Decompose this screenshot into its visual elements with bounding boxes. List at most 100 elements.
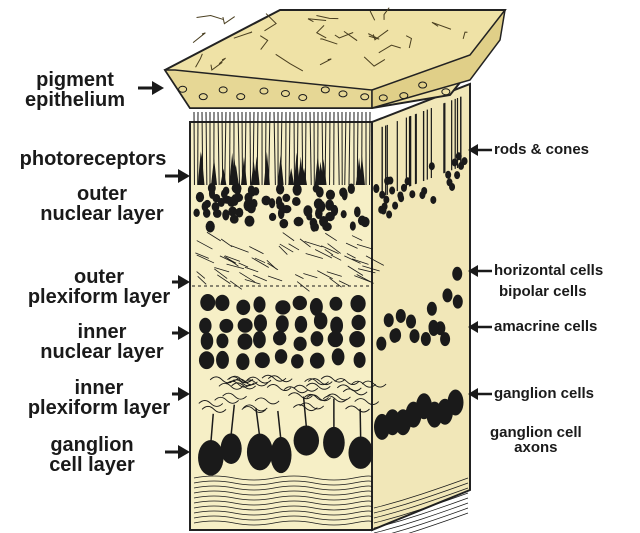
nucleus (454, 171, 460, 179)
label-line: nuclear layer (22, 204, 182, 224)
bipolar-nucleus (384, 313, 394, 327)
rod (250, 112, 251, 185)
nucleus (206, 221, 215, 233)
bipolar-nucleus (236, 353, 249, 370)
nucleus (409, 190, 415, 198)
nucleus (397, 192, 403, 200)
nucleus (250, 199, 257, 208)
label-line: horizontal cells (494, 263, 603, 278)
nucleus (245, 216, 255, 227)
bipolar-nucleus (314, 312, 328, 329)
bipolar-nucleus (354, 352, 366, 368)
nucleus (445, 171, 451, 179)
nucleus (339, 187, 347, 197)
nucleus (292, 197, 300, 205)
nucleus (386, 211, 392, 219)
nucleus (222, 209, 229, 220)
nucleus (380, 207, 386, 215)
ganglion-cell (221, 433, 242, 464)
label-line: ganglion cells (494, 386, 594, 401)
label-bipolar-cells: bipolar cells (499, 284, 587, 299)
nucleus (383, 196, 389, 204)
bipolar-nucleus (255, 352, 270, 368)
bipolar-nucleus (254, 314, 267, 332)
ganglion-cell (323, 427, 345, 459)
dendrite (360, 409, 361, 439)
label-line: epithelium (14, 90, 136, 110)
label-horizontal-cells: horizontal cells (494, 263, 603, 278)
label-outer-nuclear-layer: outer nuclear layer (22, 184, 182, 224)
right-arrows (468, 144, 492, 400)
bipolar-nucleus (376, 337, 386, 351)
nucleus (230, 215, 239, 224)
nucleus (401, 184, 407, 192)
nucleus (196, 192, 204, 202)
bipolar-nucleus (442, 288, 452, 302)
nucleus (313, 223, 319, 231)
nucleus (361, 217, 370, 227)
bipolar-nucleus (200, 294, 215, 311)
nucleus (276, 184, 284, 195)
nucleus (213, 209, 222, 218)
nucleus (228, 206, 237, 216)
bipolar-nucleus (291, 354, 304, 368)
nucleus (218, 198, 225, 207)
label-line: pigment (14, 70, 136, 90)
bipolar-nucleus (332, 348, 345, 365)
bipolar-nucleus (406, 315, 416, 329)
nucleus (248, 188, 255, 196)
nucleus (384, 177, 390, 185)
label-pigment-epithelium: pigment epithelium (14, 70, 136, 110)
label-ganglion-cell-axons: ganglion cell axons (490, 425, 582, 455)
nucleus (303, 205, 312, 217)
bipolar-nucleus (452, 267, 462, 281)
bipolar-nucleus (238, 333, 253, 349)
bipolar-nucleus (350, 295, 365, 312)
nucleus (314, 198, 323, 209)
bipolar-nucleus (329, 297, 342, 311)
bipolar-nucleus (390, 329, 400, 343)
label-ganglion-cell-layer: ganglion cell layer (22, 435, 162, 475)
nucleus (203, 209, 210, 218)
label-line: ganglion (22, 435, 162, 455)
nucleus (276, 196, 282, 207)
nucleus (405, 177, 411, 185)
nucleus (429, 162, 435, 170)
label-line: axons (490, 440, 582, 455)
rod (369, 112, 370, 185)
nucleus (278, 207, 285, 219)
bipolar-nucleus (352, 315, 366, 330)
nucleus (316, 187, 324, 198)
ganglion-cell (247, 434, 273, 471)
label-line: plexiform layer (14, 287, 184, 307)
nucleus (458, 162, 464, 170)
bipolar-nucleus (421, 332, 431, 346)
nucleus (348, 184, 355, 194)
bipolar-nucleus (216, 334, 228, 349)
bipolar-nucleus (275, 300, 290, 314)
label-line: outer (14, 267, 184, 287)
nucleus (456, 152, 462, 160)
nucleus (446, 178, 452, 186)
nucleus (350, 221, 356, 230)
nucleus (430, 196, 436, 204)
label-line: photoreceptors (2, 149, 184, 169)
bipolar-nucleus (275, 349, 287, 364)
nucleus (282, 194, 290, 202)
bipolar-nucleus (396, 309, 406, 323)
bipolar-nucleus (293, 296, 307, 310)
nucleus (293, 184, 302, 196)
label-line: plexiform layer (14, 398, 184, 418)
bipolar-nucleus (410, 329, 420, 343)
bipolar-nucleus (219, 319, 233, 333)
bipolar-nucleus (201, 332, 214, 350)
ganglion-cell (348, 436, 372, 468)
bipolar-nucleus (328, 331, 343, 347)
epithelium-crack (197, 15, 224, 19)
label-inner-plexiform-layer: inner plexiform layer (14, 378, 184, 418)
bipolar-nucleus (253, 296, 265, 312)
bipolar-nucleus (311, 331, 324, 346)
bipolar-nucleus (215, 295, 229, 311)
nucleus (326, 190, 335, 200)
bipolar-nucleus (253, 331, 266, 348)
